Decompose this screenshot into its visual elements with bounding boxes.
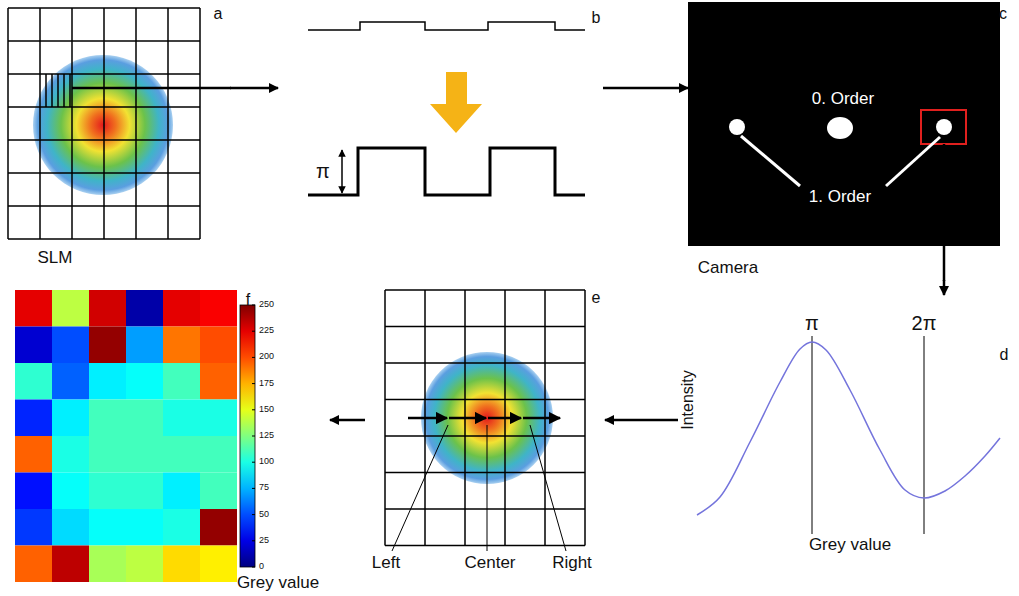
tick-label: 150 [259, 405, 274, 415]
figure-panel: aSLM [5, 5, 230, 270]
tick-label: 0 [259, 562, 264, 572]
tick-label: 50 [259, 510, 269, 520]
panel-label: f [246, 291, 250, 309]
panel-label: d [1000, 346, 1009, 364]
figure-panel: d π 2πIntensityGrey value [678, 295, 1013, 557]
down-arrow [430, 72, 482, 133]
figure-panel: bπ [278, 5, 603, 205]
flow-arrow [230, 87, 278, 90]
tick-label: 200 [259, 352, 274, 362]
panel-label: 0. Order [812, 90, 874, 109]
tick-label: 75 [259, 483, 269, 493]
tick-label: 175 [259, 379, 274, 389]
panel-label: b [592, 9, 601, 27]
phase-waveform [308, 22, 585, 195]
panel-label: Center [464, 554, 515, 573]
panel-label: Left [372, 554, 400, 573]
panel-label: 2π [912, 312, 937, 334]
camera-frame [688, 2, 1000, 246]
figure-panel: fGrey value [8, 280, 330, 594]
panel-label: Intensity [679, 370, 697, 430]
panel-label: Grey value [237, 574, 319, 593]
panel-label: 1. Order [809, 188, 871, 207]
figure-panel: c 0. Order 1. OrderCamera [688, 5, 1008, 280]
tick-label: 225 [259, 326, 274, 336]
flow-arrow [603, 87, 688, 90]
panel-label: π [316, 160, 330, 182]
panel-label: Camera [698, 259, 758, 278]
slm-grid [8, 8, 231, 239]
tick-label: 125 [259, 431, 274, 441]
heatmap [15, 290, 255, 582]
panel-label: e [592, 289, 601, 307]
intensity-plot [697, 336, 1000, 534]
flow-arrow [605, 419, 678, 422]
flow-arrow [330, 419, 365, 422]
panel-label: a [214, 5, 223, 23]
tick-label: 250 [259, 300, 274, 310]
figure-panel: eLeft Center Right [365, 285, 605, 580]
tick-label: 100 [259, 457, 274, 467]
panel-label: SLM [38, 249, 73, 268]
tick-label: 25 [259, 536, 269, 546]
flow-arrow [943, 280, 946, 295]
scan-grid [385, 290, 585, 551]
panel-label: c [999, 5, 1007, 23]
panel-label: Grey value [809, 536, 891, 555]
panel-label: π [805, 312, 819, 334]
panel-label: Right [552, 554, 592, 573]
